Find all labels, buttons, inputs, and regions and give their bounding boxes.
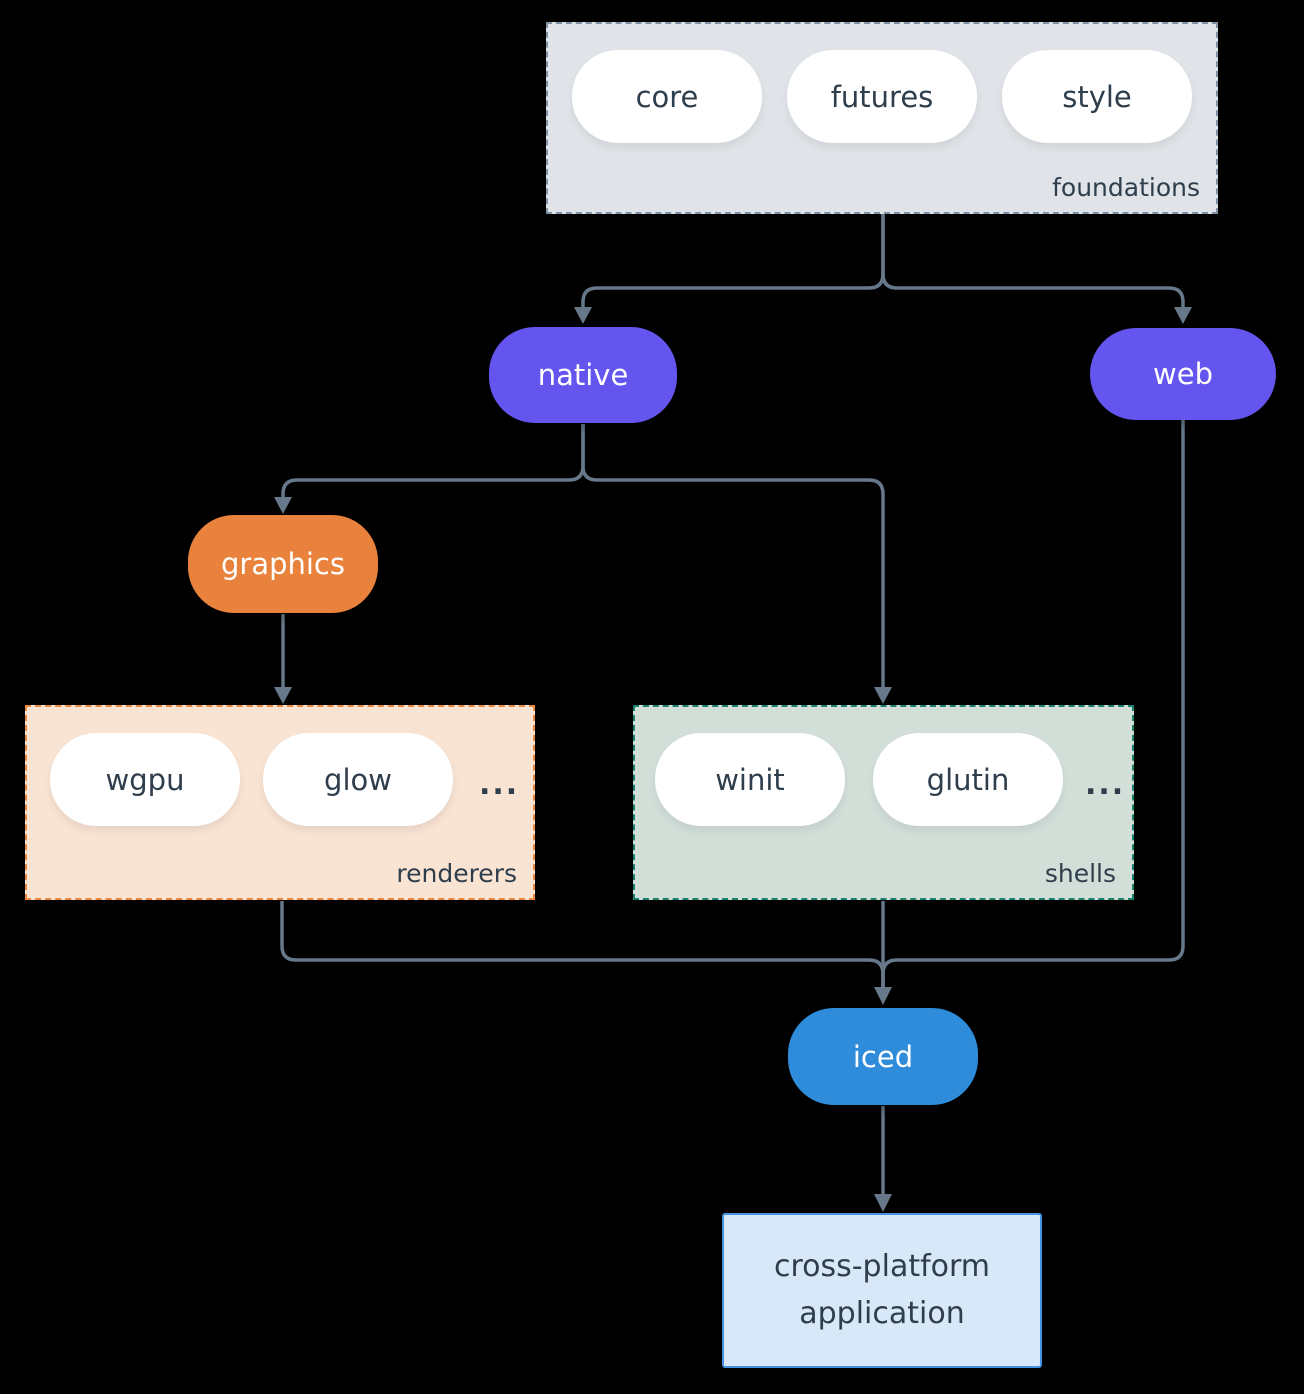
node-wgpu-label: wgpu [105,762,185,797]
node-graphics-label: graphics [220,547,345,581]
node-winit: winit [655,733,845,826]
group-renderers: wgpu glow ... renderers [25,705,535,900]
group-renderers-label: renderers [396,859,517,888]
node-core: core [572,50,762,143]
group-shells-label: shells [1044,859,1116,888]
edge-native-graphics [281,424,585,497]
edge-native-shells [581,424,885,687]
node-style: style [1002,50,1192,143]
arrowhead-graphics [274,497,292,514]
renderers-ellipsis: ... [479,767,520,802]
arrowhead-application [874,1194,892,1212]
group-foundations-label: foundations [1052,173,1200,202]
node-wgpu: wgpu [50,733,240,826]
node-glutin-label: glutin [926,762,1010,797]
node-style-label: style [1062,79,1132,114]
node-web-label: web [1153,357,1213,391]
arrowhead-native [574,307,592,324]
edge-renderers-iced [280,901,885,987]
arrowhead-web [1174,307,1192,324]
group-shells: winit glutin ... shells [633,705,1134,900]
node-core-label: core [635,79,699,114]
node-native: native [489,327,677,423]
node-web: web [1090,328,1276,420]
node-native-label: native [537,358,629,392]
arrowhead-renderers [274,687,292,704]
edge-foundations-web [881,214,1185,307]
group-foundations: core futures style foundations [546,22,1218,214]
node-glow-label: glow [324,762,392,797]
node-application-label: cross-platform application [773,1249,991,1331]
shells-ellipsis: ... [1085,767,1126,802]
node-application: cross-platform application [722,1213,1042,1368]
node-glutin: glutin [873,733,1063,826]
node-glow: glow [263,733,453,826]
node-graphics: graphics [188,515,378,613]
node-futures: futures [787,50,977,143]
node-futures-label: futures [830,79,934,114]
node-iced-label: iced [852,1039,914,1074]
arrowhead-iced [874,987,892,1005]
arrowhead-shells [874,687,892,704]
edge-foundations-native [581,214,885,307]
node-iced: iced [788,1008,978,1105]
node-winit-label: winit [715,762,785,797]
edge-web-iced [881,420,1185,987]
